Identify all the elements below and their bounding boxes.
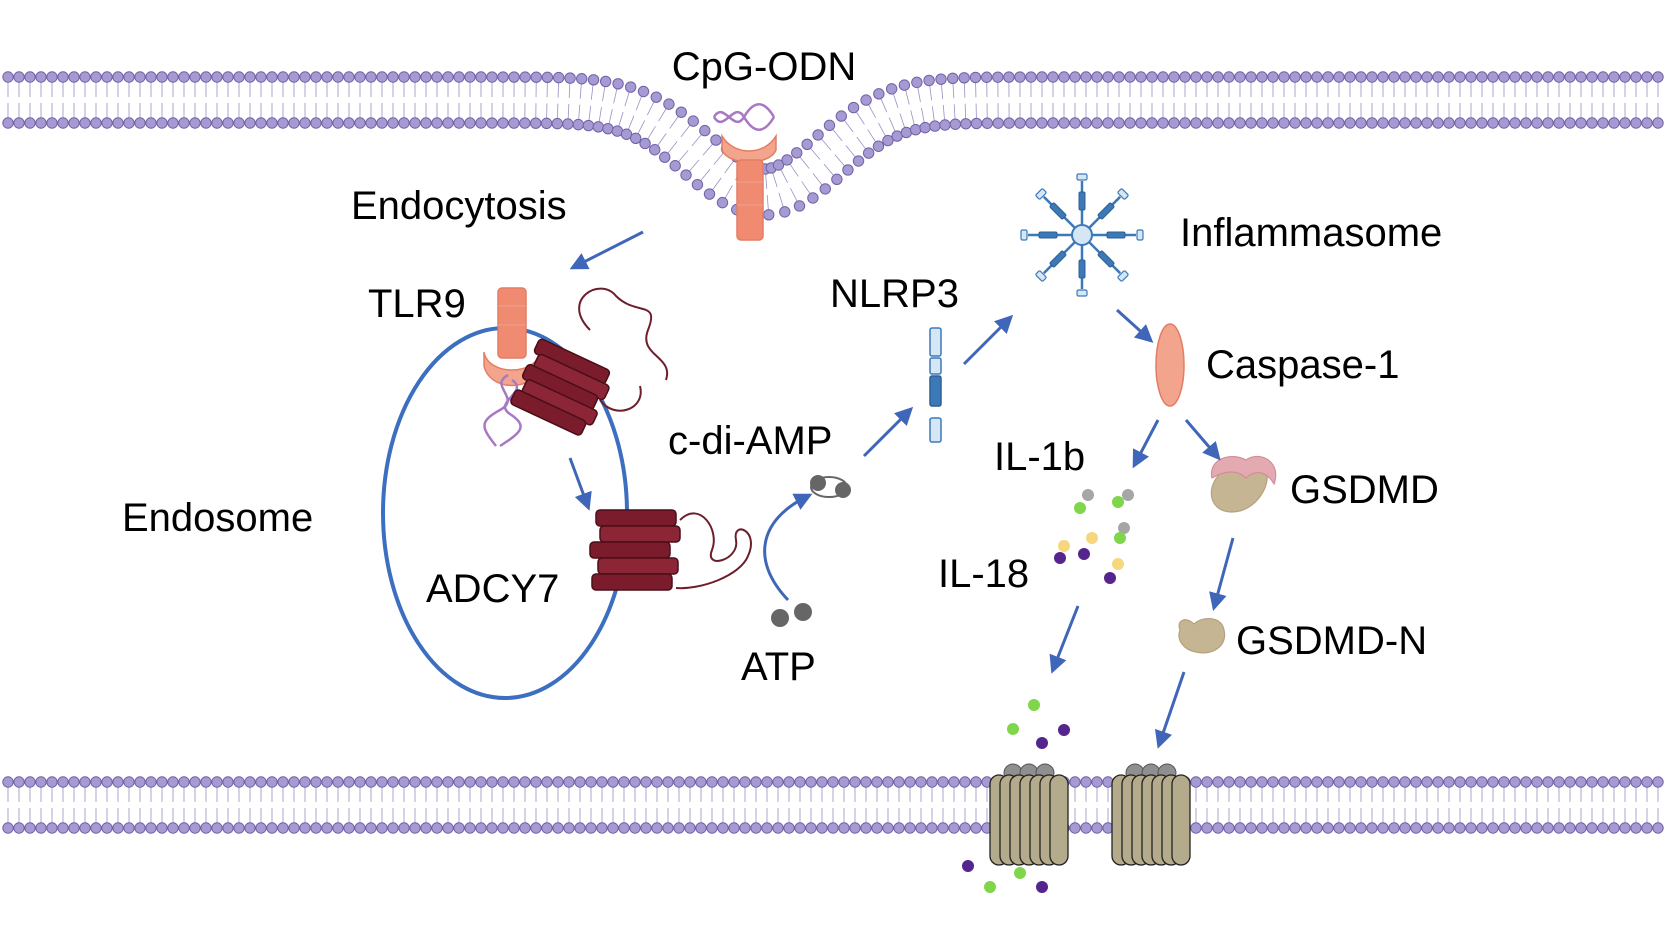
label-inflammasome: Inflammasome: [1180, 211, 1442, 255]
released-cytokines-lower-icon: [962, 860, 1048, 893]
label-endocytosis: Endocytosis: [351, 184, 567, 228]
released-cytokines-upper-icon: [1007, 699, 1070, 749]
il-cluster-icon: [1054, 489, 1134, 584]
arrow-caspase-to-gsdmd: [1184, 419, 1221, 461]
gsdmd-n-icon: [1178, 618, 1226, 654]
plasma-membrane-top-icon: [2, 71, 1664, 221]
caspase-1-icon: [1155, 323, 1185, 407]
cpg-dna-surface-icon: [712, 103, 776, 131]
arrow-endocytosis: [569, 230, 644, 270]
adcy7-lower-icon: [589, 509, 752, 591]
c-di-amp-molecule-icon: [810, 475, 851, 498]
label-gsdmd: GSDMD: [1290, 468, 1439, 512]
plasma-membrane-bottom-icon: [2, 776, 1664, 834]
arrow-c-di-amp-to-nlrp3: [862, 406, 914, 458]
arrow-caspase-to-il1b: [1132, 419, 1160, 469]
label-adcy7: ADCY7: [426, 567, 559, 611]
atp-molecules-icon: [771, 603, 812, 627]
arrow-nlrp3-to-inflammasome: [962, 314, 1014, 366]
inflammasome-icon: [1020, 173, 1144, 297]
label-c-di-amp: c-di-AMP: [668, 419, 832, 463]
arrow-gsdmd-n-to-pore: [1154, 671, 1186, 749]
label-atp: ATP: [741, 645, 816, 689]
nlrp3-icon: [929, 327, 942, 443]
label-gsdmd-n: GSDMD-N: [1236, 619, 1427, 663]
label-nlrp3: NLRP3: [830, 272, 959, 316]
arrow-gsdmd-to-gsdmd-n: [1209, 537, 1235, 611]
arrow-cytokines-to-membrane: [1049, 605, 1080, 674]
gasdermin-pore-left-icon: [989, 763, 1069, 866]
cpg-dna-endosome-icon: [483, 373, 522, 448]
gsdmd-icon: [1210, 455, 1277, 513]
adcy7-upper-icon: [510, 287, 669, 436]
arrow-tlr9-to-adcy7: [568, 457, 592, 511]
label-tlr9: TLR9: [368, 282, 466, 326]
gasdermin-pore-right-icon: [1111, 763, 1191, 866]
label-caspase-1: Caspase-1: [1206, 343, 1399, 387]
tlr9-surface-receptor-icon: [721, 133, 777, 241]
arrow-atp-to-c-di-amp: [763, 493, 813, 602]
arrow-inflammasome-to-caspase: [1115, 308, 1154, 343]
label-endosome: Endosome: [122, 496, 313, 540]
label-il-18: IL-18: [938, 552, 1029, 596]
label-cpg-odn: CpG-ODN: [672, 45, 856, 89]
label-il-1b: IL-1b: [994, 435, 1085, 479]
